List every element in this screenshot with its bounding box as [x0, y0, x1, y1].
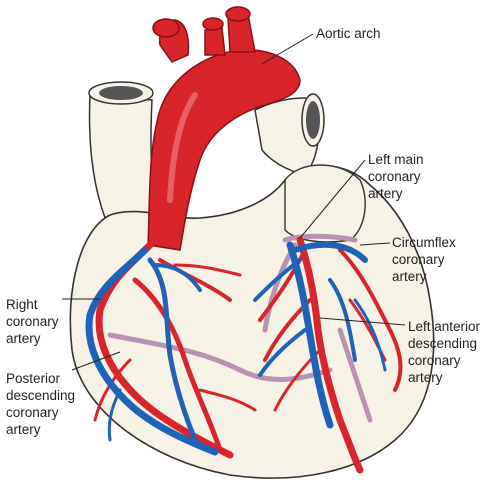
label-line: artery	[6, 331, 41, 346]
label-line: descending	[408, 336, 478, 351]
label-line: artery	[392, 269, 427, 284]
heart-body	[69, 164, 435, 479]
pulmonary-trunk	[254, 93, 325, 176]
label-line: Circumflex	[392, 235, 456, 250]
label-line: Left main	[368, 152, 424, 167]
label-line: Posterior	[6, 371, 61, 386]
label-circumflex-coronary-artery: Circumflex coronary artery	[392, 234, 456, 285]
label-line: artery	[6, 422, 41, 437]
label-line: Aortic arch	[316, 26, 381, 41]
label-aortic-arch: Aortic arch	[316, 25, 381, 42]
label-line: descending	[6, 388, 76, 403]
label-line: artery	[408, 370, 443, 385]
label-line: coronary	[392, 252, 445, 267]
label-left-anterior-descending-coronary-artery: Left anterior descending coronary artery	[408, 318, 480, 386]
label-line: Right	[6, 297, 38, 312]
label-left-main-coronary-artery: Left main coronary artery	[368, 151, 424, 202]
label-line: coronary	[368, 169, 421, 184]
veins	[85, 241, 387, 456]
label-line: coronary	[6, 314, 59, 329]
label-line: coronary	[408, 353, 461, 368]
label-line: Left anterior	[408, 319, 481, 334]
leader-lines	[62, 33, 406, 371]
label-posterior-descending-coronary-artery: Posterior descending coronary artery	[6, 370, 75, 438]
aorta	[147, 6, 301, 251]
label-right-coronary-artery: Right coronary artery	[6, 296, 59, 347]
label-line: artery	[368, 186, 403, 201]
left-atrium	[284, 164, 366, 243]
label-line: coronary	[6, 405, 59, 420]
